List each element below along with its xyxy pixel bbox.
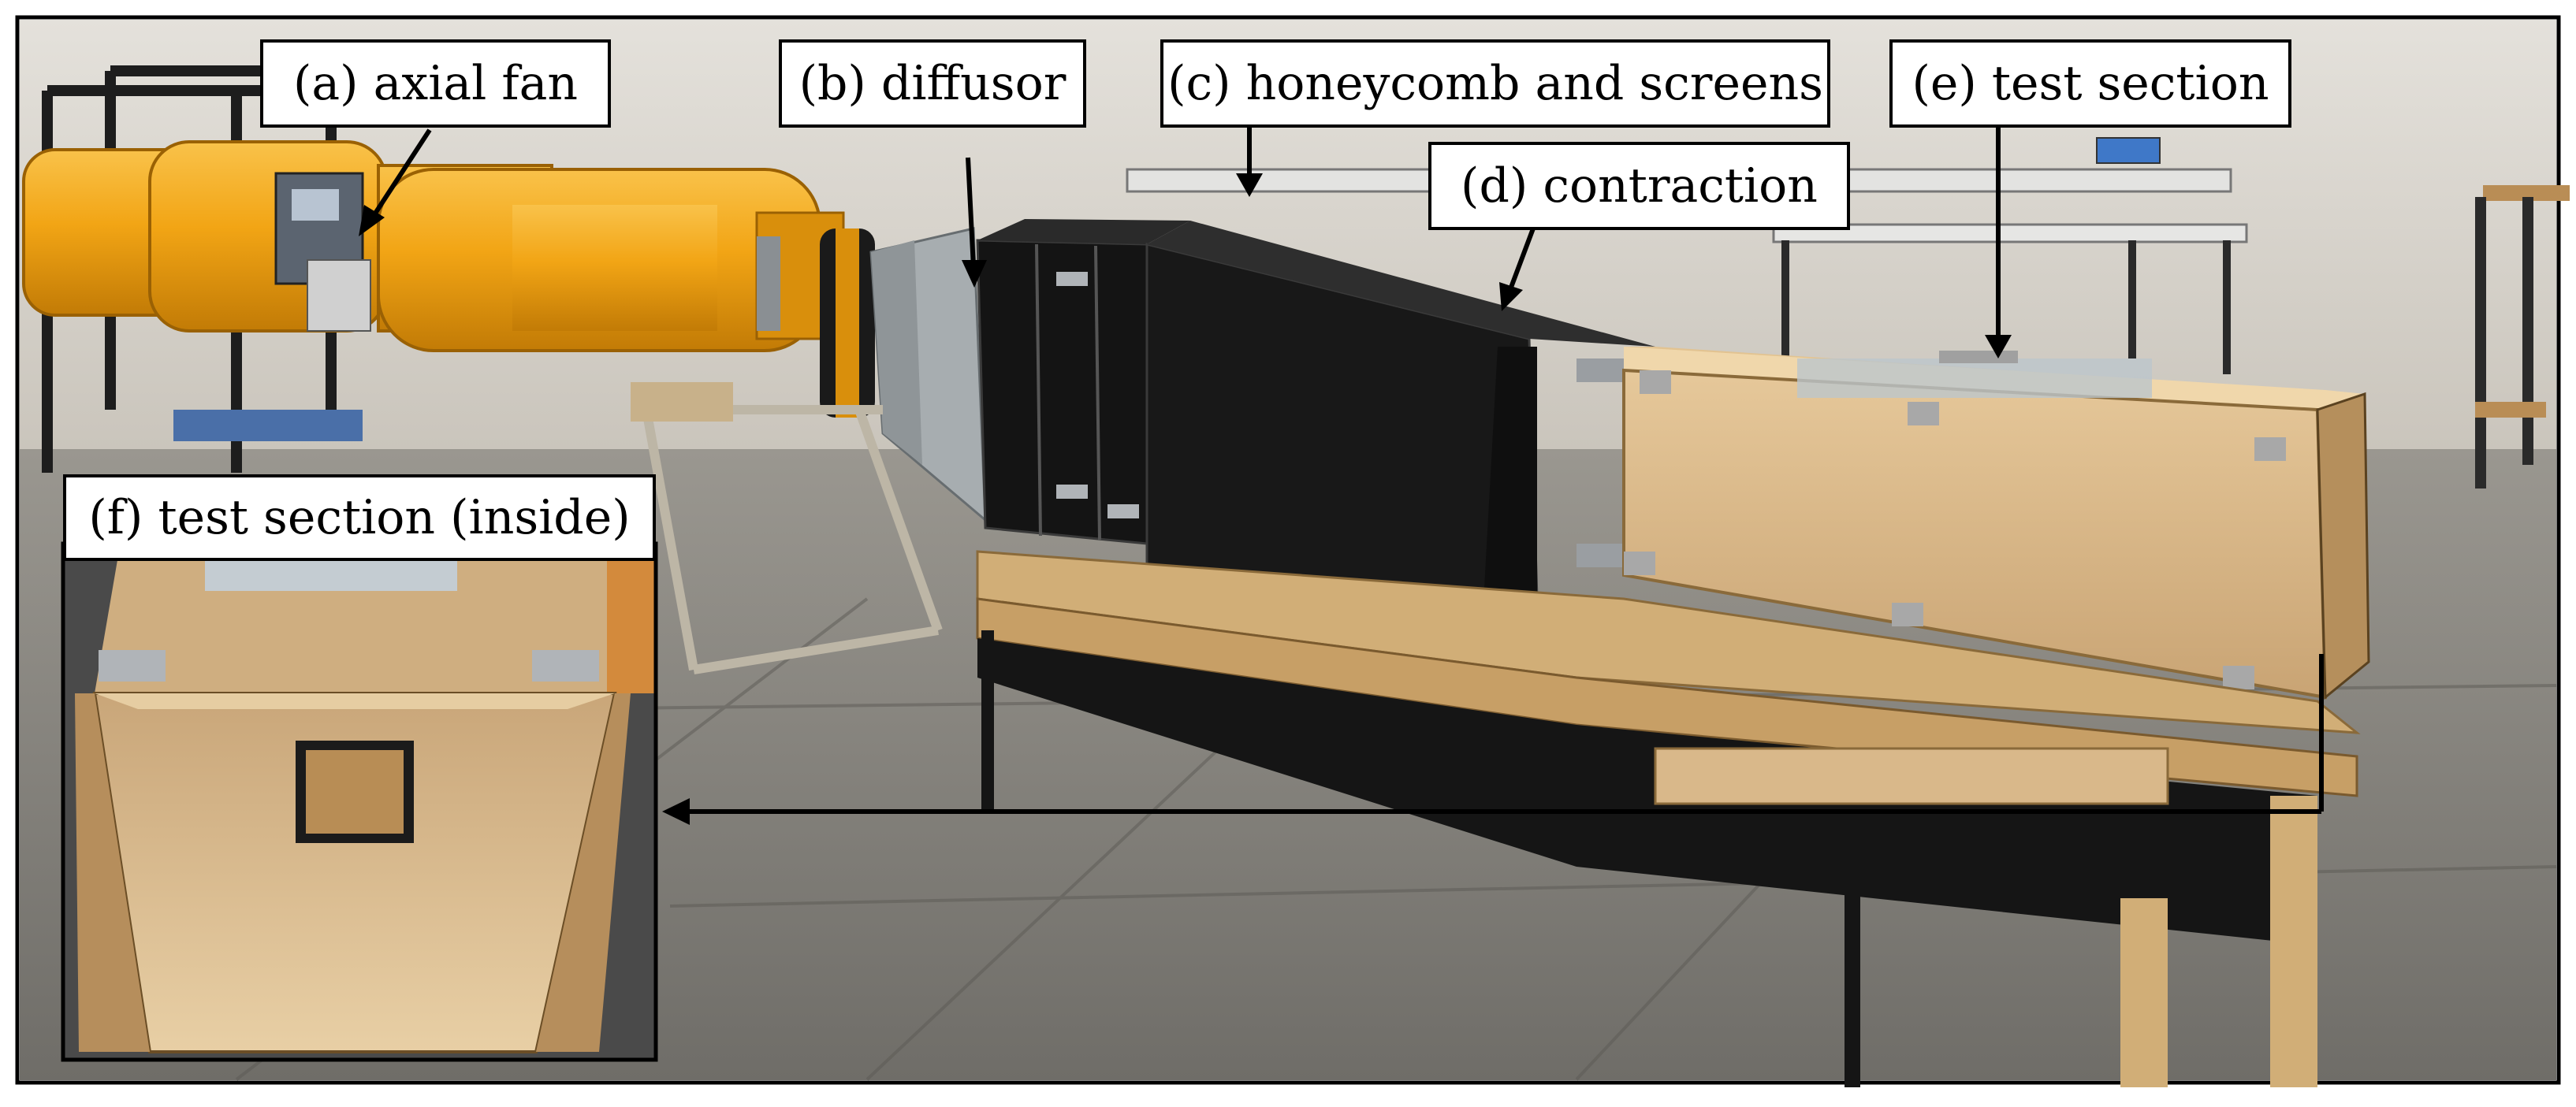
blue-stool (173, 410, 363, 441)
axial-fan (22, 140, 875, 418)
label-contraction: (d) contraction (1428, 142, 1850, 230)
label-test-section-inside: (f) test section (inside) (63, 474, 656, 561)
label-axial-fan: (a) axial fan (260, 39, 611, 128)
label-test-section: (e) test section (1889, 39, 2291, 128)
honeycomb-and-screens (976, 219, 1190, 545)
contraction (1145, 221, 1655, 638)
fan-stand (642, 405, 943, 674)
test-section (1622, 347, 2370, 700)
label-diffusor: (b) diffusor (779, 39, 1086, 128)
annotation-arrows (359, 126, 2324, 825)
label-honeycomb-and-screens: (c) honeycomb and screens (1160, 39, 1830, 128)
platform (976, 550, 2361, 1087)
inset-test-section-inside (63, 544, 656, 1060)
wood-block (631, 382, 733, 422)
